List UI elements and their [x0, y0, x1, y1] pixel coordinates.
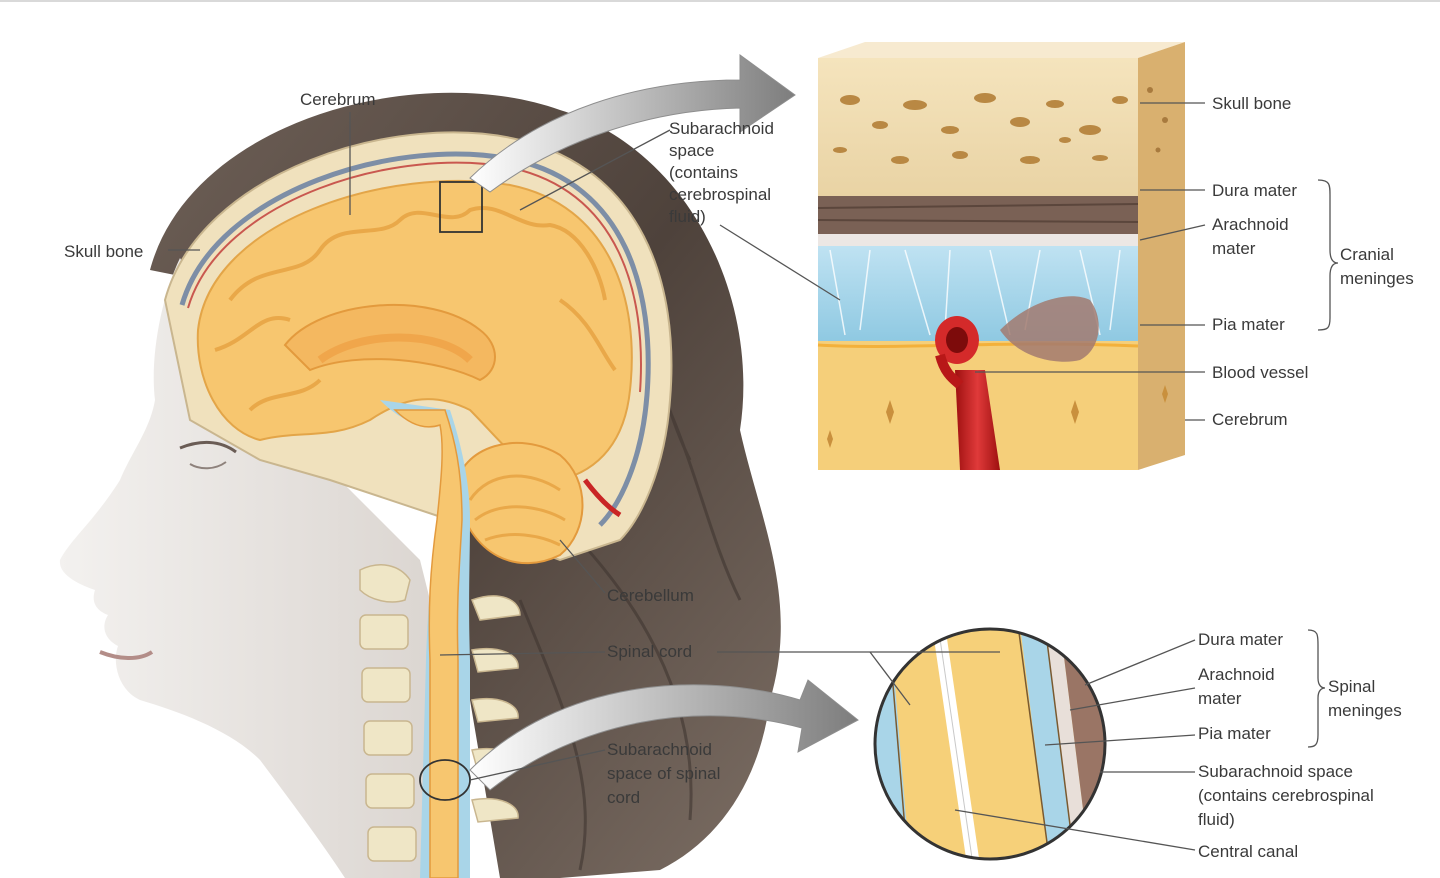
- label-spinal-meninges: Spinal meninges: [1328, 677, 1402, 720]
- label-cerebellum: Cerebellum: [607, 586, 694, 605]
- label-cranial-dura-mater: Dura mater: [1212, 181, 1298, 200]
- cranial-block: [817, 42, 1185, 470]
- leader-lines: [168, 102, 1339, 851]
- label-cranial-skull-bone: Skull bone: [1212, 94, 1292, 113]
- label-cerebrum: Cerebrum: [300, 90, 376, 109]
- label-spinal-cord: Spinal cord: [607, 642, 693, 661]
- label-cranial-arachnoid-mater: Arachnoid mater: [1212, 215, 1289, 258]
- brainstem-cord: [380, 400, 470, 878]
- label-spinal-pia-mater: Pia mater: [1198, 724, 1271, 743]
- label-subarachnoid-space: Subarachnoid space (contains cerebrospin…: [669, 119, 774, 226]
- spinal-circle: [875, 629, 1105, 859]
- label-subarachnoid-spinal: Subarachnoid space of spinal cord: [607, 740, 721, 807]
- label-blood-vessel: Blood vessel: [1212, 363, 1309, 382]
- label-spinal-subarachnoid-space: Subarachnoid space (contains cerebrospin…: [1198, 762, 1374, 829]
- arrow-to-cranial: [469, 54, 796, 193]
- label-central-canal: Central canal: [1198, 842, 1299, 861]
- vertebrae: [359, 564, 521, 862]
- label-spinal-dura-mater: Dura mater: [1198, 630, 1284, 649]
- label-spinal-arachnoid-mater: Arachnoid mater: [1198, 665, 1275, 708]
- label-cranial-cerebrum: Cerebrum: [1212, 410, 1288, 429]
- arrow-to-spinal: [469, 679, 859, 791]
- spinal-circle-border: [873, 627, 1107, 861]
- top-border: [0, 0, 1440, 2]
- label-skull-bone: Skull bone: [64, 242, 144, 261]
- label-cranial-meninges: Cranial meninges: [1340, 245, 1414, 288]
- cerebellum-shape: [453, 441, 622, 565]
- label-cranial-pia-mater: Pia mater: [1212, 315, 1285, 334]
- selection-box: [439, 181, 483, 233]
